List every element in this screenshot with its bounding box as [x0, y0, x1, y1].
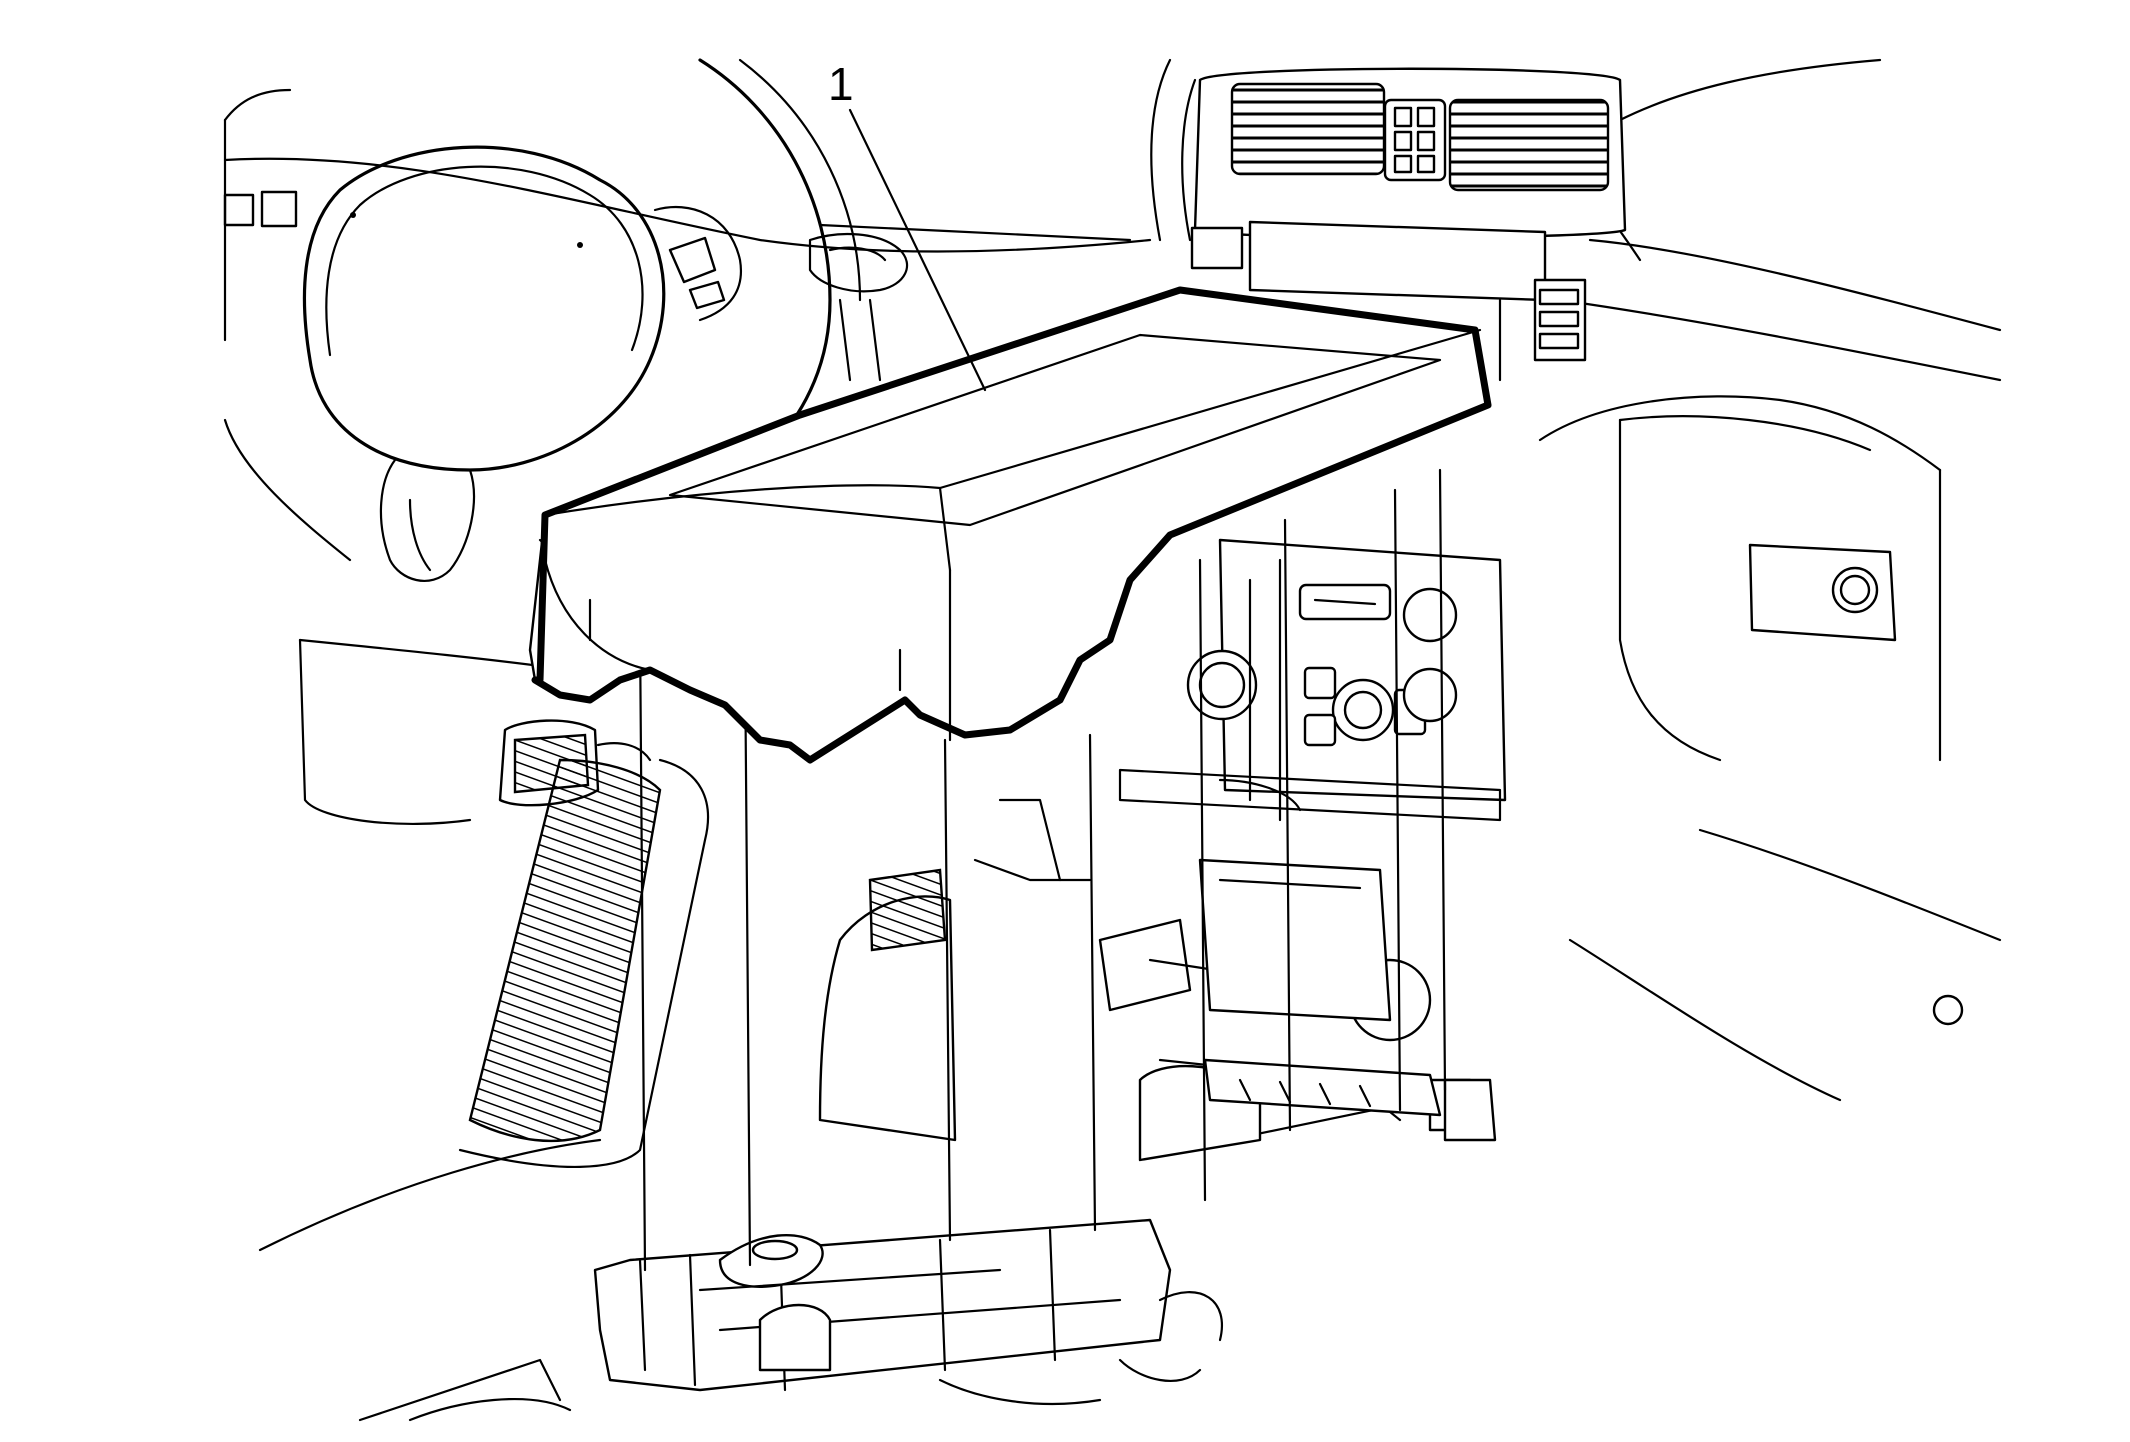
center-stack [1190, 67, 1627, 382]
console-cover [528, 286, 1492, 764]
steering-column [808, 232, 909, 382]
glovebox-latch [1748, 543, 1964, 1026]
callout-1: 1 [828, 58, 987, 392]
callout-1-leader [848, 108, 987, 392]
console-rear-bay [1118, 768, 1502, 1142]
console-bracket [358, 1218, 1223, 1422]
callout-1-label: 1 [828, 58, 854, 110]
alignment-guides [638, 468, 1447, 1272]
console-base [818, 778, 1492, 1162]
climate-controls [1186, 538, 1507, 822]
kick-panel [258, 638, 710, 1252]
dashboard [223, 58, 2002, 1102]
